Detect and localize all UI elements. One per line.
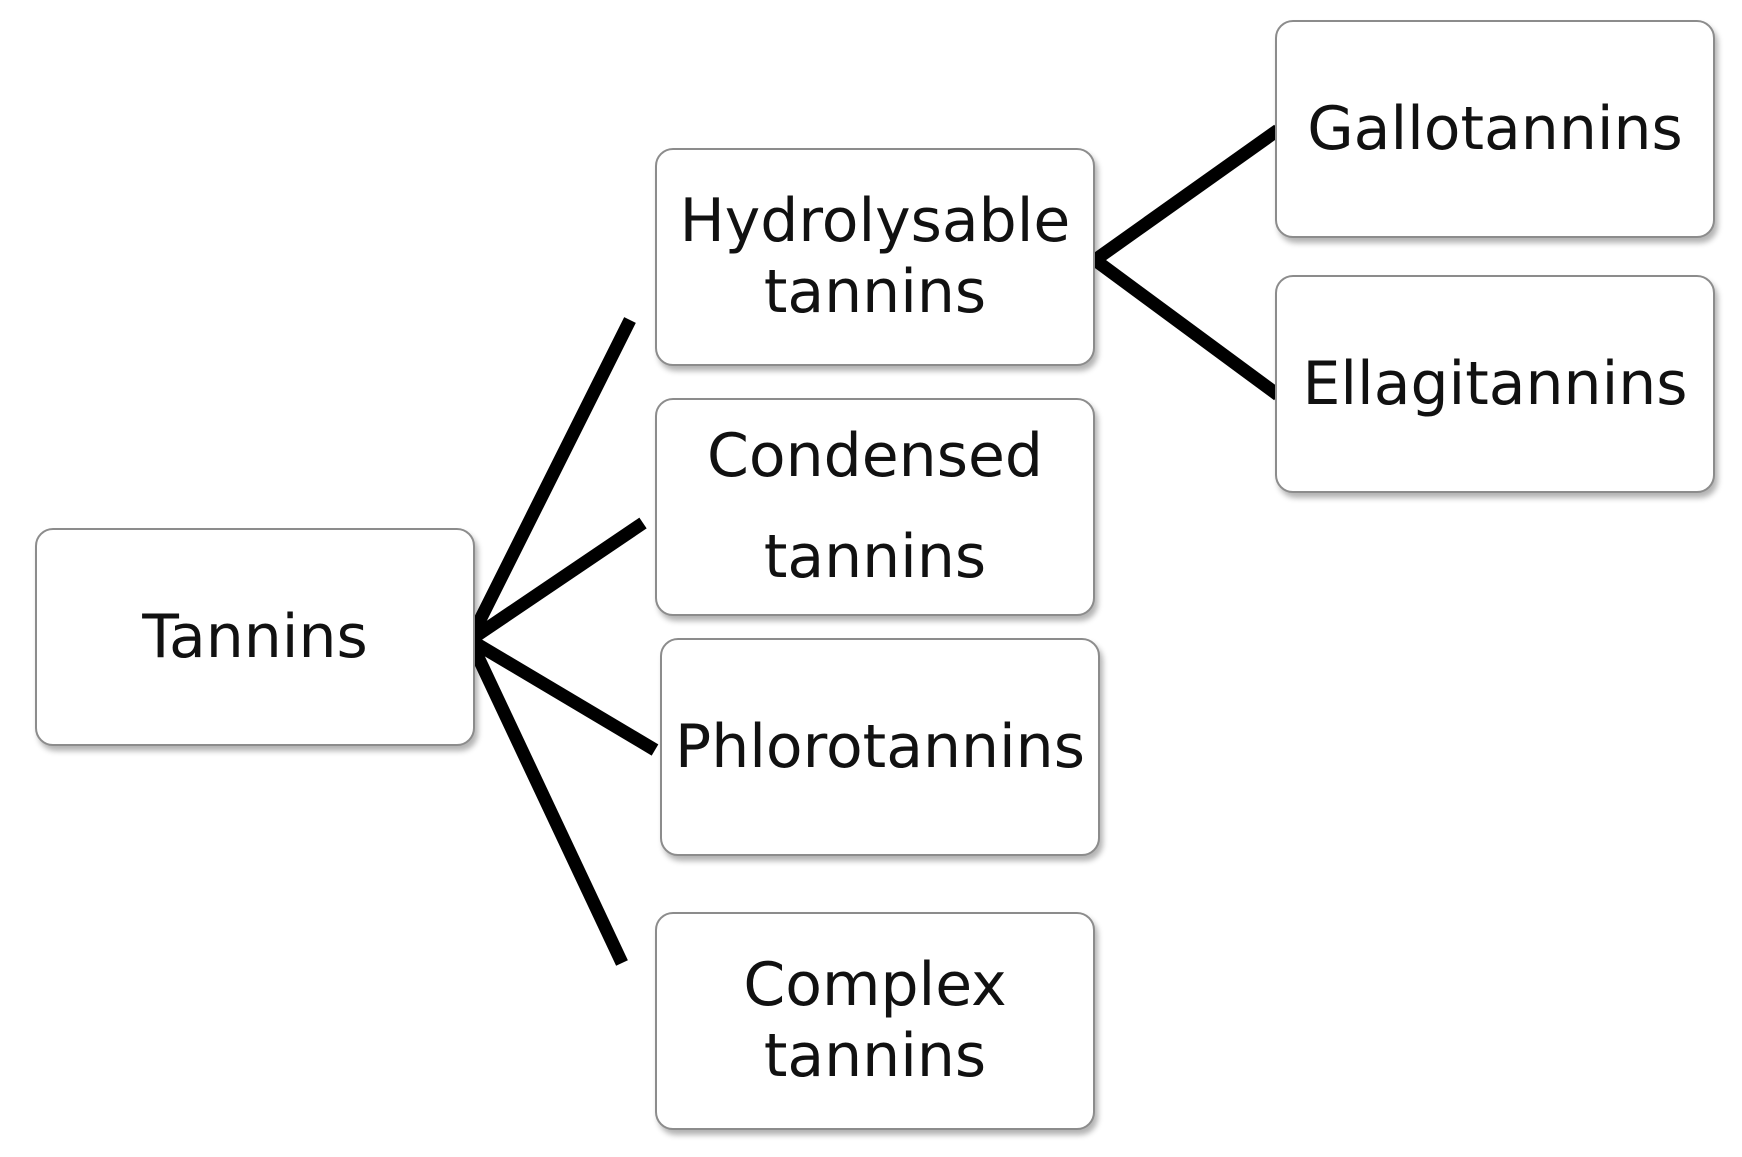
node-complex-label-line1: Complex [743,950,1007,1021]
node-tannins-label: Tannins [142,601,368,672]
node-ellagitannins: Ellagitannins [1275,275,1715,493]
node-complex-label-line2: tannins [763,1021,987,1091]
node-condensed-tannins: Condensed tannins [655,398,1095,616]
node-hydrolysable-label-line1: Hydrolysable [679,186,1071,257]
node-gallotannins: Gallotannins [1275,20,1715,238]
node-complex-tannins: Complex tannins [655,912,1095,1130]
node-phlorotannins-label: Phlorotannins [675,711,1085,782]
connector-hydrolysable-gallotannins [1091,124,1282,266]
node-ellagitannins-label: Ellagitannins [1302,348,1688,419]
connector-hydrolysable-ellagitannins [1091,254,1282,401]
node-condensed-label-line2: tannins [763,522,987,592]
node-tannins: Tannins [35,528,475,746]
node-gallotannins-label: Gallotannins [1307,93,1683,164]
node-phlorotannins: Phlorotannins [660,638,1100,856]
connector-tannins-hydrolysable [464,317,636,643]
node-condensed-label-line1: Condensed [707,421,1043,492]
connector-tannins-condensed [466,517,647,646]
connector-tannins-complex [464,637,628,966]
node-hydrolysable-label-line2: tannins [763,257,987,327]
connector-tannins-phlorotannins [466,634,659,756]
node-hydrolysable-tannins: Hydrolysable tannins [655,148,1095,366]
